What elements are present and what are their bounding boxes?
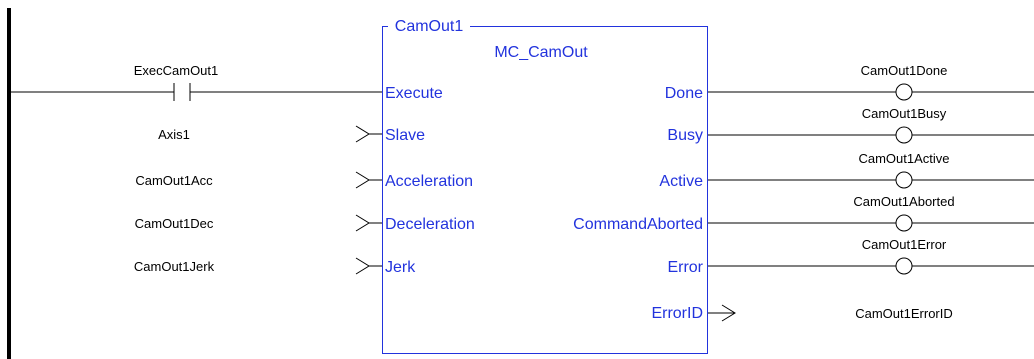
pin-busy: Busy	[667, 127, 703, 144]
pin-deceleration: Deceleration	[385, 216, 475, 233]
pin-done: Done	[665, 85, 703, 102]
coil-error	[895, 257, 913, 275]
input-var-jerk: CamOut1Jerk	[134, 259, 215, 274]
coil-busy	[895, 126, 913, 144]
coil-aborted	[895, 214, 913, 232]
pin-jerk: Jerk	[385, 259, 416, 276]
pin-error-id: ErrorID	[651, 305, 703, 322]
output-var-done: CamOut1Done	[861, 63, 948, 78]
input-var-slave: Axis1	[158, 127, 190, 142]
pin-acceleration: Acceleration	[385, 173, 473, 190]
output-arrow-error-id	[721, 304, 736, 322]
contact-variable: ExecCamOut1	[134, 63, 219, 78]
input-arrow-acceleration	[355, 171, 370, 189]
input-arrow-deceleration	[355, 214, 370, 232]
output-var-error: CamOut1Error	[862, 237, 947, 252]
block-type-name: MC_CamOut	[494, 44, 588, 61]
pin-execute: Execute	[385, 85, 443, 102]
input-var-deceleration: CamOut1Dec	[135, 216, 214, 231]
output-var-aborted: CamOut1Aborted	[853, 194, 954, 209]
pin-error: Error	[667, 259, 703, 276]
pin-active: Active	[659, 173, 703, 190]
input-var-acceleration: CamOut1Acc	[135, 173, 213, 188]
coil-active	[895, 171, 913, 189]
instance-name-mask	[388, 18, 470, 34]
output-var-busy: CamOut1Busy	[862, 106, 947, 121]
pin-slave: Slave	[385, 127, 425, 144]
input-arrow-slave	[355, 125, 370, 143]
input-arrow-jerk	[355, 257, 370, 275]
block-instance-name: CamOut1	[395, 18, 464, 35]
output-var-active: CamOut1Active	[858, 151, 949, 166]
pin-command-aborted: CommandAborted	[573, 216, 703, 233]
left-power-rail	[7, 8, 11, 359]
function-block[interactable]	[382, 26, 708, 354]
coil-done	[895, 83, 913, 101]
output-var-error-id: CamOut1ErrorID	[855, 306, 953, 321]
